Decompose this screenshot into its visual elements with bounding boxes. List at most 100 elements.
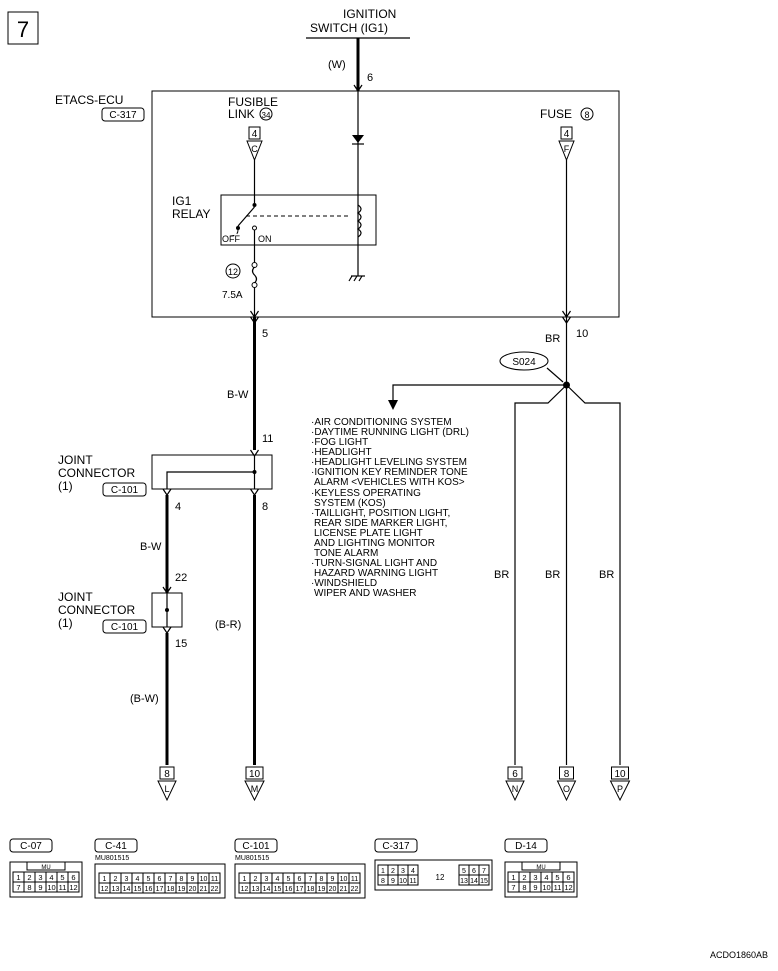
relay-off: OFF [222,234,240,244]
relay-coil-icon [356,204,362,238]
connector-pin-label: 13 [460,878,468,885]
connector-pin-label: 2 [522,873,526,882]
connector-pin-label: 17 [296,886,304,893]
connector-pin [562,881,575,893]
connector-pin-label: 3 [401,868,405,875]
connector-pin-label: 8 [320,876,324,883]
svg-text:N: N [512,784,519,794]
connector-pin-label: 11 [409,878,416,885]
svg-text:P: P [617,784,623,794]
connector-pin-label: 20 [329,886,337,893]
svg-text:SYSTEM (KOS): SYSTEM (KOS) [314,498,386,509]
jc2-pin-in: 22 [175,572,187,584]
left-wire-pin-top: 5 [262,328,268,340]
connector-pin-label: 18 [167,886,175,893]
connector-pin-label: 19 [178,886,186,893]
connector-pin-label: 13 [252,886,260,893]
left-wire-color-right: (B-R) [215,619,241,631]
connector-pin-label: 8 [180,876,184,883]
connector-pin [348,882,361,894]
connector-pin-label: 1 [103,876,107,883]
connector-pin-label: 7 [511,883,515,892]
connector-pin-label: 2 [114,876,118,883]
branch-n-color: BR [494,569,509,581]
jc2-label-3: (1) [58,616,73,630]
svg-text:·IGNITION KEY REMINDER TONE: ·IGNITION KEY REMINDER TONE [311,467,468,478]
jc1-pin-out-right: 8 [262,501,268,513]
connector-pin [478,874,490,886]
connector-pin-label: 17 [156,886,164,893]
connector-pin-label: 9 [533,883,537,892]
left-wire-color-mid: B-W [140,541,162,553]
ecu-connector-box [101,107,145,122]
connector-pin-label: 12 [564,883,572,892]
connector-pin-label: 14 [263,886,271,893]
to-systems-arrow [388,400,398,410]
connector-pin-label: 10 [47,883,55,892]
etacs-ecu-box [151,90,620,318]
figure-code: ACDO1860AB [710,950,768,960]
svg-text:·HEADLIGHT LEVELING SYSTEM: ·HEADLIGHT LEVELING SYSTEM [311,457,467,468]
connector-pin-label: 11 [211,876,218,883]
joint-connector-1 [151,454,273,490]
connector-pin [208,882,221,894]
connector-pin-label: 5 [462,868,466,875]
fusible-link-label-1: FUSIBLE [228,95,278,109]
connector-pin-label: 12 [69,883,77,892]
jc1-connector: C-101 [111,485,139,496]
connector-pin-label: 2 [254,876,258,883]
branch-p [566,384,621,765]
right-wire-pin: 10 [576,328,588,340]
fusible-link-pin-num: 4 [252,129,258,140]
terminal-o: 8 O [556,766,577,802]
svg-text:MU: MU [536,865,545,871]
terminal-p: 10 P [609,766,631,802]
connector-pin-label: 22 [211,886,219,893]
ignition-label-2: SWITCH (IG1) [310,21,388,35]
fusible-link-terminal [246,140,263,162]
connector-pin-label: 21 [340,886,348,893]
jc2-pin-out: 15 [175,638,187,650]
connector-pin-label: 11 [59,883,67,892]
splice-s024: S024 [512,357,536,368]
connector-pin-label: 4 [276,876,280,883]
connector-pin-label: 7 [169,876,173,883]
svg-text:C-41: C-41 [105,841,127,852]
fuse8-pin-letter: F [564,144,570,154]
svg-text:·KEYLESS OPERATING: ·KEYLESS OPERATING [311,488,421,499]
svg-text:HAZARD WARNING LIGHT: HAZARD WARNING LIGHT [314,568,438,579]
connector-pin-label: 11 [351,876,358,883]
svg-text:·DAYTIME RUNNING LIGHT (DRL): ·DAYTIME RUNNING LIGHT (DRL) [311,427,469,438]
relay-on: ON [258,234,272,244]
svg-text:·AIR CONDITIONING SYSTEM: ·AIR CONDITIONING SYSTEM [311,417,452,428]
relay-label-1: IG1 [172,194,192,208]
connector-pin-label: 1 [16,873,20,882]
connector-pin-label: 22 [351,886,359,893]
connector-pin-label: 2 [27,873,31,882]
connector-pin-label: 6 [298,876,302,883]
fuse8-terminal [558,140,575,162]
jc1-splice-dot [252,470,257,474]
jc2-connector: C-101 [111,622,139,633]
page-number: 7 [17,17,29,42]
fuse8-number: 8 [584,110,589,120]
connector-pin-label: 10 [542,883,550,892]
connector-pin-label: 12 [101,886,109,893]
connector-pin [407,874,419,886]
svg-text:L: L [164,784,169,794]
svg-text:·HEADLIGHT: ·HEADLIGHT [311,447,372,458]
connector-pin-label: 7 [309,876,313,883]
diode-icon [352,135,364,143]
connector-pin-label: 1 [243,876,247,883]
connector-pin-label: 15 [134,886,142,893]
terminal-m: 10 M [244,766,265,802]
terminal-l: 8 L [157,766,177,802]
ground-icon [348,275,365,282]
connector-pin-label: 15 [274,886,282,893]
svg-text:TONE ALARM: TONE ALARM [314,548,378,559]
svg-text:C-317: C-317 [382,841,410,852]
right-wire-color: BR [545,333,560,345]
left-wire-color-top: B-W [227,389,249,401]
fuse8-label: FUSE [540,107,572,121]
